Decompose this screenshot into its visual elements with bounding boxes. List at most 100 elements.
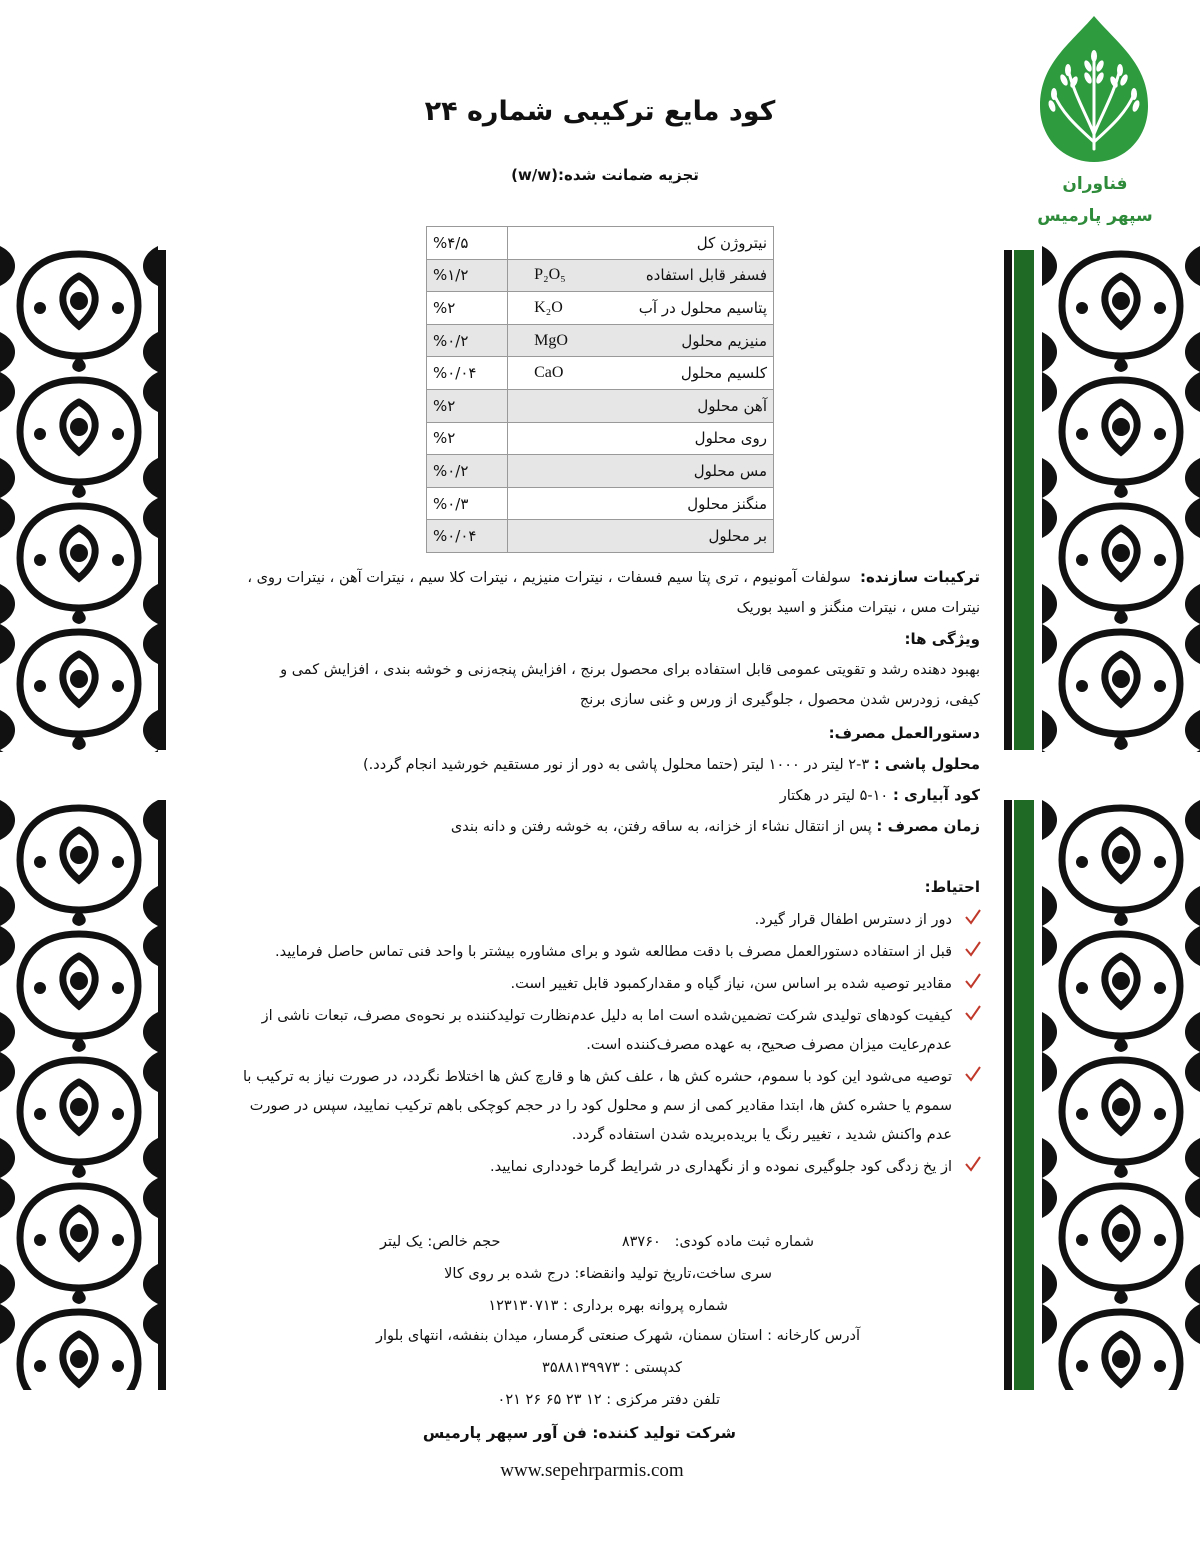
green-bar-right-top bbox=[1014, 250, 1034, 750]
postal-code: کدپستی : ۳۵۸۸۱۳۹۹۷۳ bbox=[542, 1360, 682, 1376]
page-title: کود مایع ترکیبی شماره ۲۴ bbox=[424, 96, 776, 127]
nutrient-name: روی محلول bbox=[694, 429, 767, 448]
precaution-text: مقادیر توصیه شده بر اساس سن، نیاز گیاه و… bbox=[510, 976, 952, 992]
divider-bar-left-top bbox=[158, 250, 166, 750]
analysis-row: بر محلول%۰/۰۴ bbox=[425, 519, 774, 553]
timing-text: پس از انتقال نشاء از خزانه، به ساقه رفتن… bbox=[450, 819, 872, 835]
website-link[interactable]: www.sepehrparmis.com bbox=[500, 1460, 684, 1481]
nutrient-cell: روی محلول bbox=[507, 421, 774, 456]
ornament-left-bottom bbox=[0, 800, 158, 1390]
nutrient-name: بر محلول bbox=[708, 527, 767, 546]
nutrient-value: %۰/۳ bbox=[425, 486, 509, 521]
nutrient-name: پتاسیم محلول در آب bbox=[638, 298, 767, 317]
nutrient-name: آهن محلول bbox=[697, 396, 767, 415]
analysis-row: آهن محلول %۲ bbox=[425, 388, 774, 423]
precaution-item: از یخ زدگی کود جلوگیری نموده و از نگهدار… bbox=[222, 1153, 982, 1182]
nutrient-value: %۲ bbox=[425, 291, 509, 325]
ornament-right-top bbox=[1042, 246, 1200, 752]
nutrient-cell: بر محلول bbox=[507, 519, 774, 553]
precautions-label: احتیاط: bbox=[924, 878, 980, 896]
spray-label: محلول پاشی : bbox=[873, 755, 980, 773]
nutrient-name: مس محلول bbox=[693, 461, 767, 480]
ingredients-section: ترکیبات سازنده: سولفات آمونیوم ، تری پتا… bbox=[200, 562, 980, 623]
precaution-item: مقادیر توصیه شده بر اساس سن، نیاز گیاه و… bbox=[222, 970, 982, 999]
nutrient-cell: مس محلول bbox=[507, 454, 774, 488]
nutrient-cell: نیتروژن کل bbox=[507, 226, 774, 260]
nutrient-value: %۰/۲ bbox=[425, 323, 509, 358]
spray-text: ۳-۲ لیتر در ۱۰۰۰ لیتر (حتما محلول پاشی ب… bbox=[362, 757, 870, 773]
features-section: ویژگی ها: بهبود دهنده رشد و تقویتی عمومی… bbox=[200, 624, 980, 715]
batch-info: سری ساخت،تاریخ تولید وانقضاء: درج شده بر… bbox=[444, 1266, 772, 1282]
precaution-text: توصیه می‌شود این کود با سموم، حشره کش ها… bbox=[243, 1069, 952, 1143]
nutrient-value: %۱/۲ bbox=[425, 258, 509, 293]
factory-address: آدرس کارخانه : استان سمنان، شهرک صنعتی گ… bbox=[375, 1328, 860, 1344]
checkmark-icon bbox=[965, 973, 981, 989]
nutrient-value: %۴/۵ bbox=[425, 226, 509, 260]
irrigation-label: کود آبیاری : bbox=[892, 786, 980, 804]
nutrient-cell: فسفر قابل استفاده P₂O₅ bbox=[507, 258, 774, 293]
features-line2: کیفی، زودرس شدن محصول ، جلوگیری از ورس و… bbox=[579, 692, 980, 708]
analysis-row: منگنز محلول %۰/۳ bbox=[425, 486, 774, 521]
nutrient-value: %۲ bbox=[425, 421, 509, 456]
precaution-item: توصیه می‌شود این کود با سموم، حشره کش ها… bbox=[222, 1063, 982, 1150]
precaution-text: کیفیت کودهای تولیدی شرکت تضمین‌شده است ا… bbox=[261, 1008, 952, 1053]
guaranteed-analysis-heading: تجزیه ضمانت شده:(w/w) bbox=[511, 166, 699, 184]
features-line1: بهبود دهنده رشد و تقویتی عمومی قابل استف… bbox=[280, 662, 980, 678]
nutrient-name: نیتروژن کل bbox=[696, 233, 767, 252]
ornament-left-top bbox=[0, 246, 158, 752]
irrigation-text: ۱۰-۵ لیتر در هکتار bbox=[779, 788, 889, 804]
manufacturer: شرکت تولید کننده: فن آور سپهر پارمیس bbox=[422, 1424, 736, 1442]
analysis-row: فسفر قابل استفاده P₂O₅ %۱/۲ bbox=[425, 258, 774, 293]
ingredients-line2: نیترات مس ، نیترات منگنز و اسید بوریک bbox=[736, 600, 980, 616]
brand-name-line2: سپهر پارمیس bbox=[1037, 206, 1153, 226]
nutrient-value: %۲ bbox=[425, 388, 509, 423]
precaution-item: قبل از استفاده دستورالعمل مصرف با دقت مط… bbox=[222, 938, 982, 967]
analysis-row: مس محلول %۰/۲ bbox=[425, 454, 774, 488]
nutrient-formula: P₂O₅ bbox=[534, 266, 566, 284]
timing-label: زمان مصرف : bbox=[876, 817, 980, 835]
registration-row: شماره ثبت ماده کودی: ۸۳۷۶۰ حجم خالص: یک … bbox=[380, 1234, 814, 1250]
registration-number: ۸۳۷۶۰ bbox=[621, 1234, 661, 1250]
divider-bar-left-bottom bbox=[158, 800, 166, 1390]
ingredients-label: ترکیبات سازنده: bbox=[859, 568, 980, 586]
nutrient-cell: پتاسیم محلول در آب K₂O bbox=[507, 291, 774, 325]
nutrient-cell: منگنز محلول bbox=[507, 486, 774, 521]
checkmark-icon bbox=[965, 1005, 981, 1021]
features-label: ویژگی ها: bbox=[904, 630, 980, 648]
company-logo bbox=[1040, 16, 1148, 162]
office-phone: تلفن دفتر مرکزی : ۱۲ ۲۳ ۶۵ ۲۶ ۰۲۱ bbox=[497, 1392, 720, 1408]
precautions-heading-wrap: احتیاط: bbox=[200, 878, 980, 896]
analysis-row: روی محلول %۲ bbox=[425, 421, 774, 456]
divider-bar-right-bottom bbox=[1004, 800, 1012, 1390]
precaution-text: دور از دسترس اطفال قرار گیرد. bbox=[754, 912, 952, 928]
usage-label: دستورالعمل مصرف: bbox=[828, 724, 980, 742]
license-number: شماره پروانه بهره برداری : ۱۲۳۱۳۰۷۱۳ bbox=[488, 1298, 728, 1314]
nutrient-name: منگنز محلول bbox=[687, 494, 767, 513]
green-bar-right-bottom bbox=[1014, 800, 1034, 1390]
analysis-row: نیتروژن کل %۴/۵ bbox=[425, 226, 774, 260]
nutrient-formula: MgO bbox=[534, 331, 568, 349]
checkmark-icon bbox=[965, 1066, 981, 1082]
precaution-item: کیفیت کودهای تولیدی شرکت تضمین‌شده است ا… bbox=[222, 1002, 982, 1060]
precaution-text: از یخ زدگی کود جلوگیری نموده و از نگهدار… bbox=[490, 1159, 952, 1175]
ingredients-line1: سولفات آمونیوم ، تری پتا سیم فسفات ، نیت… bbox=[247, 570, 851, 586]
precaution-text: قبل از استفاده دستورالعمل مصرف با دقت مط… bbox=[274, 944, 952, 960]
analysis-row: پتاسیم محلول در آب K₂O %۲ bbox=[425, 291, 774, 325]
nutrient-name: فسفر قابل استفاده bbox=[645, 266, 767, 285]
nutrient-formula: K₂O bbox=[534, 298, 563, 316]
nutrient-value: %۰/۰۴ bbox=[425, 356, 509, 390]
nutrient-name: کلسیم محلول bbox=[680, 364, 767, 383]
ornament-right-bottom bbox=[1042, 800, 1200, 1390]
nutrient-value: %۰/۲ bbox=[425, 454, 509, 488]
precautions-list: دور از دسترس اطفال قرار گیرد. قبل از استف… bbox=[222, 906, 982, 1185]
brand-name-line1: فناوران bbox=[1062, 174, 1128, 194]
checkmark-icon bbox=[965, 1156, 981, 1172]
checkmark-icon bbox=[965, 909, 981, 925]
net-volume: حجم خالص: یک لیتر bbox=[380, 1234, 501, 1250]
nutrient-cell: آهن محلول bbox=[507, 388, 774, 423]
